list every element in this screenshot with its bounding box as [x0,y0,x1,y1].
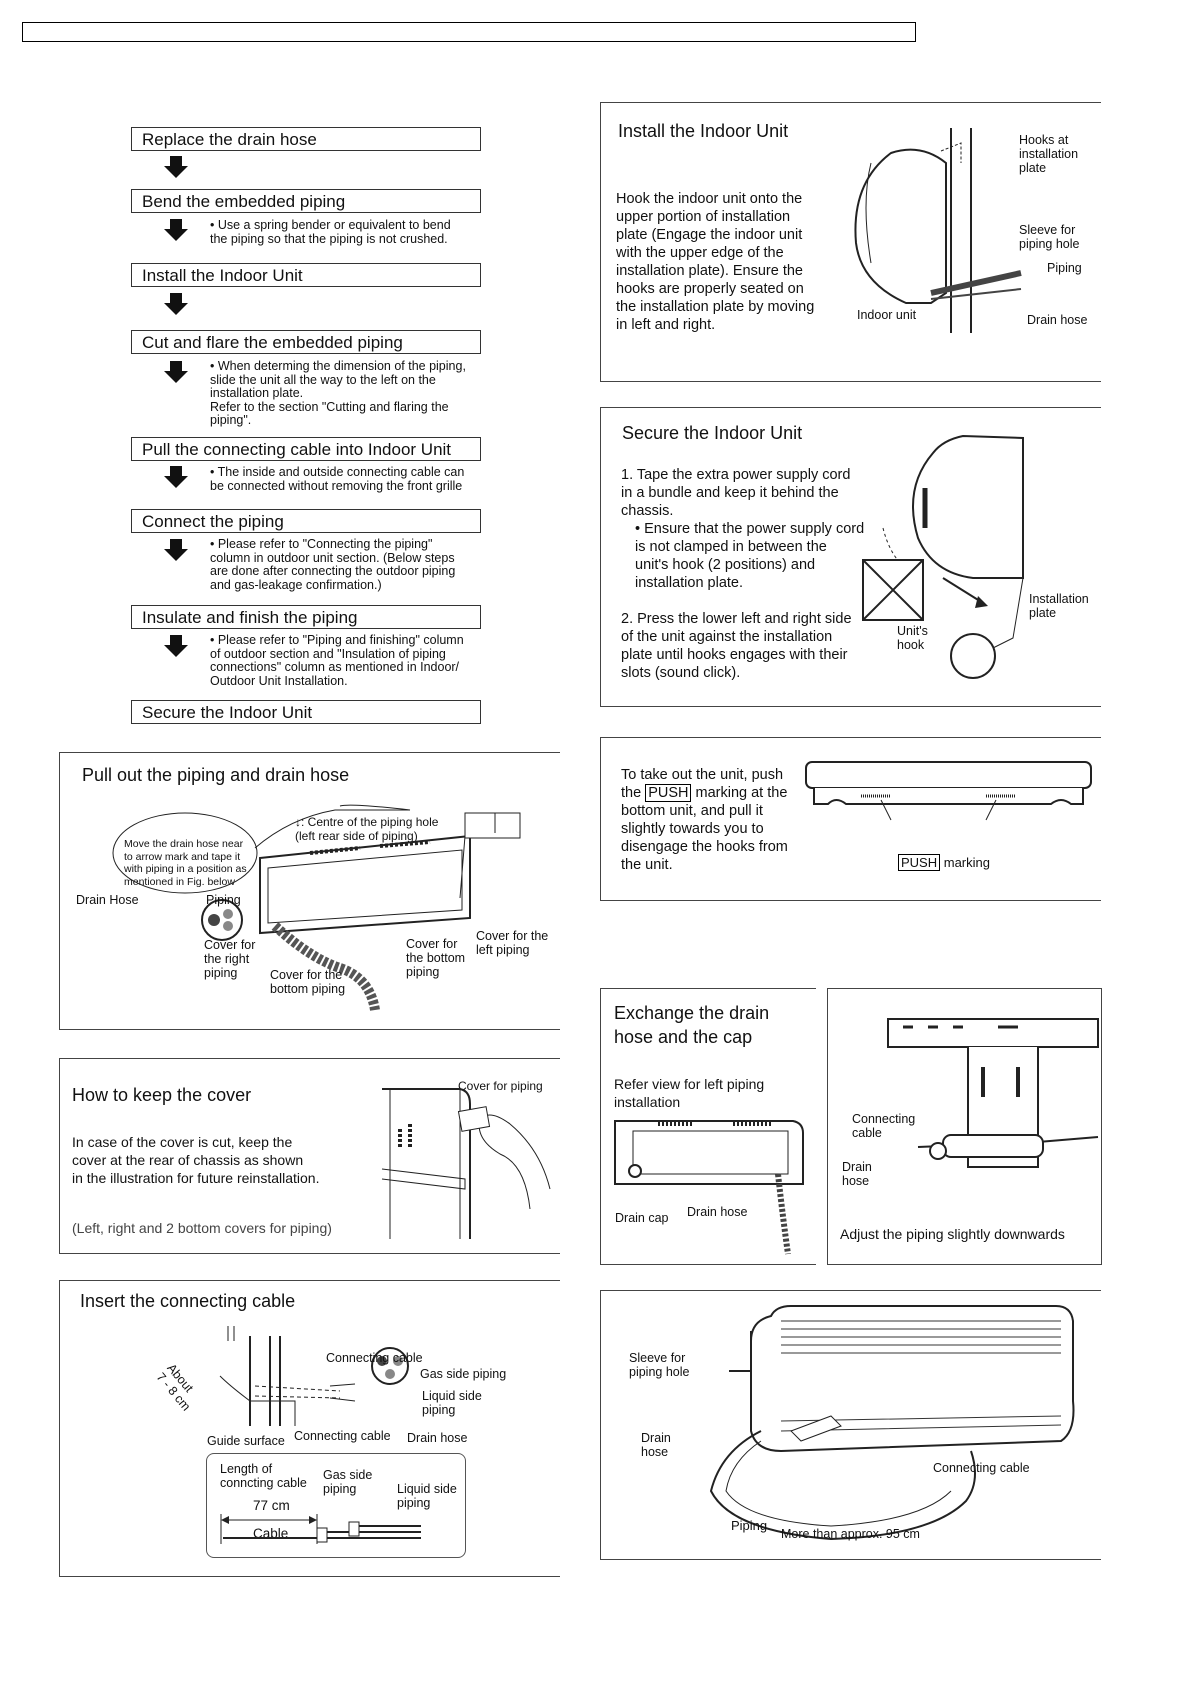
label-drain-hose: Drain hose [1027,313,1087,327]
step-secure-indoor-unit: Secure the Indoor Unit [131,700,481,724]
left-piping-view-illustration [613,1119,808,1259]
push-marking-label: PUSH marking [898,856,990,870]
secure-step-2: 2. Press the lower left and right side o… [621,610,852,682]
cable-insertion-illustration [220,1326,480,1446]
label-distance: More than approx. 95 cm [781,1527,920,1541]
step-insulate-finish: Insulate and finish the piping [131,605,481,629]
installed-unit-illustration [701,1301,1081,1541]
step-pull-connecting-cable: Pull the connecting cable into Indoor Un… [131,437,481,461]
note-cut-flare: • When determing the dimension of the pi… [210,360,466,428]
label-liquid-side-piping: Liquid side piping [422,1389,482,1417]
unit-bottom-illustration [806,760,1091,830]
keep-cover-illustration [380,1079,555,1249]
panel-pull-out-piping: Pull out the piping and drain hose ↓: Ce… [59,752,560,1030]
step-bend-piping: Bend the embedded piping [131,189,481,213]
step-install-indoor-unit: Install the Indoor Unit [131,263,481,287]
label-connecting-cable: Connecting cable [294,1429,391,1443]
label-drain-hose: Drain hose [687,1205,747,1219]
label-cover-bottom-piping: Cover for the bottom piping [270,968,345,996]
label-piping: Piping [1047,261,1082,275]
label-connecting-cable: Connecting cable [933,1461,1030,1475]
label-drain-cap: Drain cap [615,1211,669,1225]
panel-title: Secure the Indoor Unit [622,423,802,444]
label-hooks: Hooks at installation plate [1019,133,1078,175]
note-insulate: • Please refer to "Piping and finishing"… [210,634,464,688]
label-length-of-cable: Length of conncting cable [220,1462,307,1490]
header-bar [22,22,916,42]
down-arrow-icon [164,466,188,488]
step-cut-flare-piping: Cut and flare the embedded piping [131,330,481,354]
panel-title: Pull out the piping and drain hose [82,765,349,786]
push-tag: PUSH [645,784,691,802]
label-drain-hose: Drain hose [407,1431,467,1445]
indoor-unit-hook-illustration [851,123,1011,363]
panel-title: Insert the connecting cable [80,1291,295,1312]
panel-title: Install the Indoor Unit [618,121,788,142]
panel-insert-connecting-cable: Insert the connecting cable About 7 - 8 … [59,1280,560,1577]
label-units-hook: Unit's hook [897,624,928,652]
note-connecting-cable: • The inside and outside connecting cabl… [210,466,464,493]
label-drain-hose: Drain hose [641,1431,671,1459]
label-cover-bottom: Cover for the bottom piping [406,937,465,979]
down-arrow-icon [164,219,188,241]
label-gas-side: Gas side piping [323,1468,372,1496]
down-arrow-icon [164,361,188,383]
step-replace-drain-hose: Replace the drain hose [131,127,481,151]
label-indoor-unit: Indoor unit [857,308,916,322]
label-installation-plate: Installation plate [1029,592,1089,620]
note-connect-piping: • Please refer to "Connecting the piping… [210,538,455,592]
panel-title: Exchange the drain hose and the cap [614,1001,769,1049]
label-cover-right: Cover for the right piping [204,938,255,980]
label-sleeve: Sleeve for piping hole [1019,223,1079,251]
label-adjust-piping: Adjust the piping slightly downwards [840,1225,1065,1243]
panel-title: How to keep the cover [72,1085,251,1106]
down-arrow-icon [164,293,188,315]
panel-text: Hook the indoor unit onto the upper port… [616,190,814,334]
label-cover-left: Cover for the left piping [476,929,548,957]
panel-install-indoor-unit: Install the Indoor Unit Hook the indoor … [600,102,1101,382]
panel-text: Refer view for left piping installation [614,1075,764,1111]
panel-keep-cover: How to keep the cover In case of the cov… [59,1058,560,1254]
label-liquid-side: Liquid side piping [397,1482,457,1510]
secure-step-1: 1. Tape the extra power supply cord in a… [621,466,850,520]
panel-take-out-unit: To take out the unit, push the PUSH mark… [600,737,1101,901]
down-arrow-icon [164,539,188,561]
push-instructions: To take out the unit, push the PUSH mark… [621,766,788,874]
cable-length-diagram: Length of conncting cable Gas side pipin… [206,1453,466,1558]
panel-text: In case of the cover is cut, keep the co… [72,1133,319,1187]
label-77cm: 77 cm [253,1499,290,1513]
panel-secure-indoor-unit: Secure the Indoor Unit 1. Tape the extra… [600,407,1101,707]
down-arrow-icon [164,156,188,178]
label-piping: Piping [731,1519,767,1533]
label-guide-surface: Guide surface [207,1434,285,1448]
label-drain-hose: Drain hose [842,1160,872,1188]
label-drain-hose: Drain Hose [76,893,139,907]
label-connecting-cable: Connecting cable [852,1112,915,1140]
panel-exchange-drain-hose: Exchange the drain hose and the cap Refe… [600,988,816,1265]
label-sleeve: Sleeve for piping hole [629,1351,689,1379]
down-arrow-icon [164,635,188,657]
label-about-7-8cm: About 7 - 8 cm [154,1361,204,1414]
note-bend-piping: • Use a spring bender or equivalent to b… [210,219,451,246]
label-connecting-cable-top: Connecting cable [326,1351,423,1365]
secure-step-1-bullet: • Ensure that the power supply cord is n… [635,520,864,592]
installation-plate-illustration [888,1017,1098,1192]
panel-note: (Left, right and 2 bottom covers for pip… [72,1219,332,1237]
label-piping: Piping [206,893,241,907]
cable-dimension-drawing [221,1514,441,1544]
panel-final-installation: Sleeve for piping hole Drain hose Piping… [600,1290,1101,1560]
panel-adjust-piping: Connecting cable Drain hose Adjust the p… [827,988,1102,1265]
step-connect-piping: Connect the piping [131,509,481,533]
label-gas-side-piping: Gas side piping [420,1367,506,1381]
